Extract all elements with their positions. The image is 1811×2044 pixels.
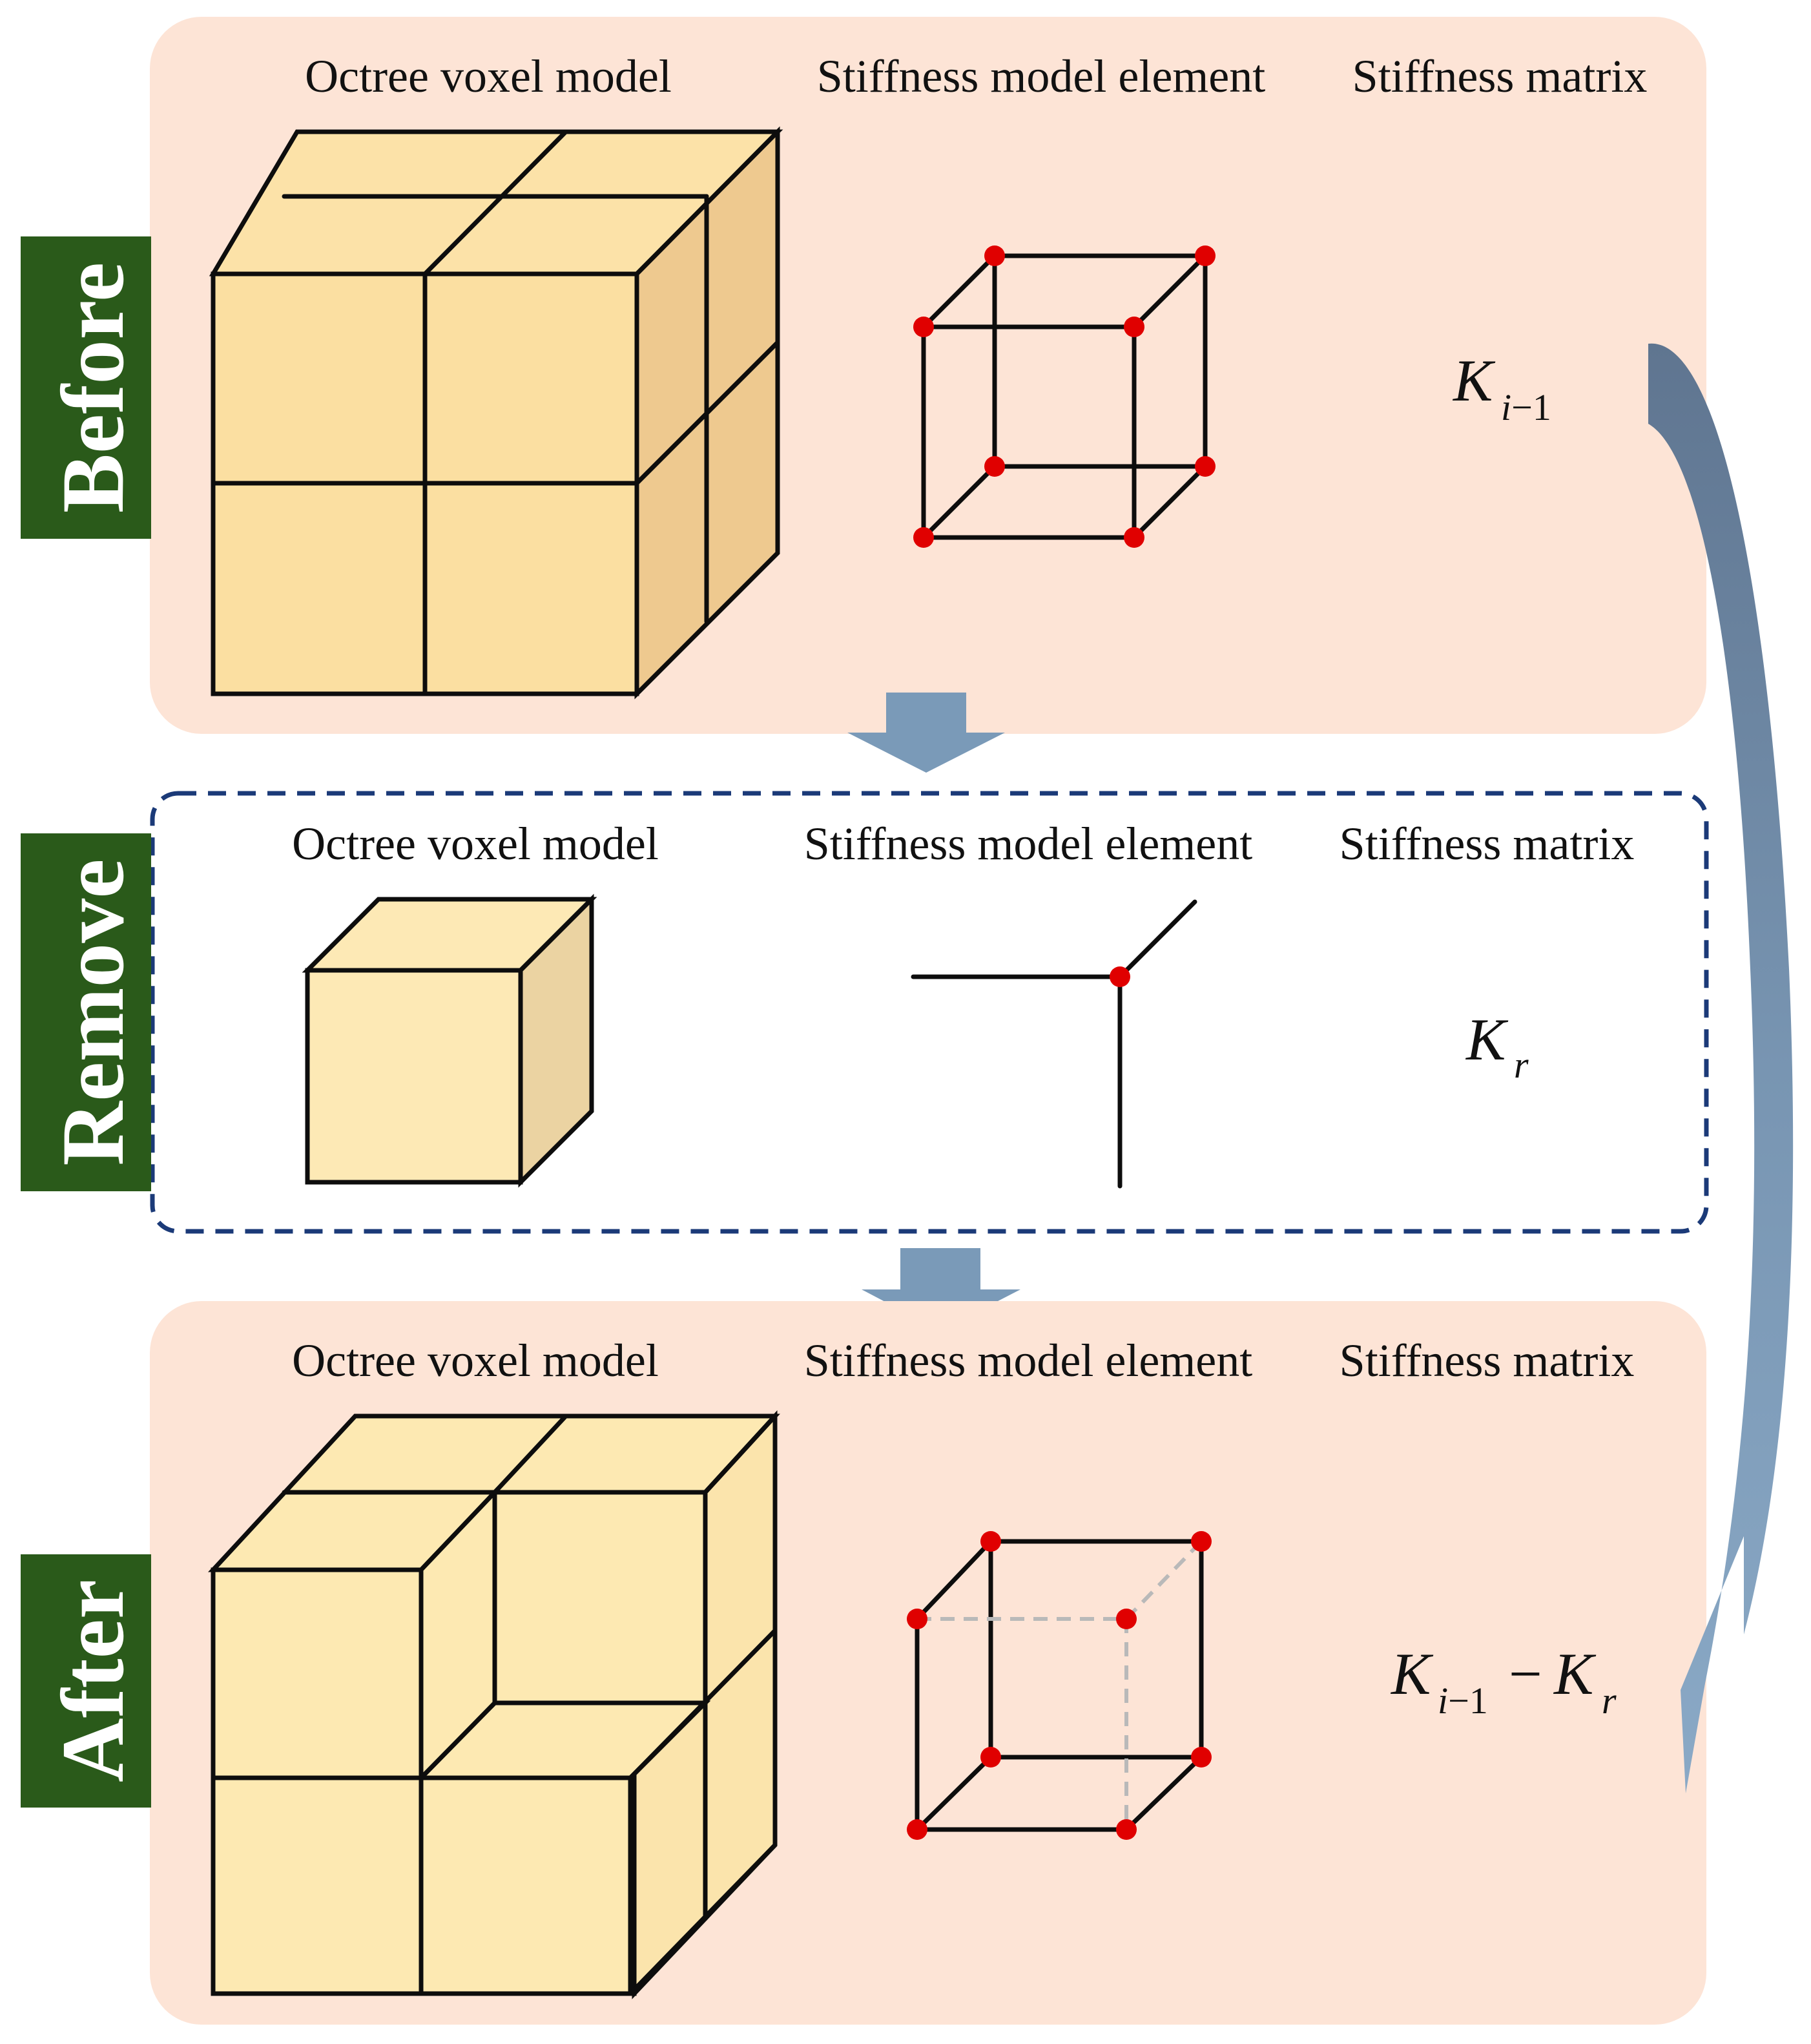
before-matrix-K: K bbox=[1452, 348, 1496, 413]
before-side-label-box bbox=[21, 236, 151, 539]
remove-panel: Remove Octree voxel model Stiffness mode… bbox=[21, 791, 1709, 1234]
node-dot bbox=[1195, 456, 1216, 477]
node-dot bbox=[984, 456, 1005, 477]
after-elem-edge bbox=[1124, 1755, 1204, 1832]
after-stiffness-element bbox=[907, 1531, 1212, 1840]
remove-voxel-cube bbox=[302, 893, 597, 1188]
down-arrow-icon bbox=[847, 693, 1005, 773]
remove-stiffness-matrix: K r bbox=[1465, 1006, 1529, 1086]
remove-header-voxel: Octree voxel model bbox=[292, 818, 659, 870]
after-cube-edge-a bbox=[628, 1842, 778, 1996]
remove-panel-dashed-border bbox=[150, 791, 1709, 1234]
before-octree-voxel-model bbox=[209, 126, 783, 700]
node-dot bbox=[1110, 966, 1130, 987]
node-dot bbox=[1116, 1819, 1137, 1840]
before-header-voxel: Octree voxel model bbox=[305, 50, 672, 102]
after-matrix-minus: − bbox=[1509, 1641, 1542, 1707]
after-cube-top-line-b bbox=[492, 1413, 568, 1495]
remove-cube-front-face bbox=[305, 968, 523, 1185]
node-dot bbox=[1124, 317, 1144, 337]
before-stiffness-matrix: K i−1 bbox=[1452, 348, 1551, 428]
after-matrix-sub-rest: −1 bbox=[1448, 1680, 1488, 1722]
after-removed-edge bbox=[1124, 1539, 1203, 1621]
after-cube-top-line-c bbox=[703, 1413, 778, 1495]
before-stiffness-element bbox=[913, 245, 1216, 548]
after-recess-back-face bbox=[492, 1490, 708, 1705]
before-cube-top-line-a bbox=[422, 129, 568, 276]
node-dot bbox=[907, 1609, 927, 1629]
elem-edge bbox=[1132, 464, 1208, 540]
node-dot bbox=[980, 1747, 1001, 1768]
after-matrix-subscript1: i−1 bbox=[1438, 1680, 1488, 1722]
remove-header-element: Stiffness model element bbox=[804, 818, 1253, 870]
after-elem-edge bbox=[915, 1755, 993, 1832]
after-matrix-K1: K bbox=[1390, 1641, 1434, 1707]
remove-header-matrix: Stiffness matrix bbox=[1340, 818, 1635, 870]
node-dot bbox=[984, 245, 1005, 266]
after-matrix-sub-i: i bbox=[1438, 1680, 1448, 1722]
after-cube-side-hline bbox=[628, 1628, 778, 1780]
after-panel: After Octree voxel model Stiffness model… bbox=[21, 1301, 1706, 2025]
before-matrix-sub-i: i bbox=[1501, 386, 1511, 428]
node-dot bbox=[913, 317, 934, 337]
after-elem-edge bbox=[915, 1539, 993, 1622]
after-header-voxel: Octree voxel model bbox=[292, 1335, 659, 1386]
elem-edge bbox=[921, 253, 997, 329]
after-side-label: After bbox=[43, 1580, 142, 1782]
elem-edge bbox=[921, 464, 997, 540]
remove-elem-edge bbox=[1117, 899, 1197, 979]
after-side-label-box bbox=[21, 1554, 151, 1808]
node-dot bbox=[1191, 1531, 1212, 1552]
before-header-element: Stiffness model element bbox=[817, 50, 1266, 102]
node-dot bbox=[1191, 1747, 1212, 1768]
before-cube-side-hline bbox=[634, 340, 780, 486]
remove-matrix-sub-r: r bbox=[1514, 1044, 1529, 1086]
after-stiffness-matrix: K i−1 − K r bbox=[1390, 1641, 1617, 1722]
before-header-matrix: Stiffness matrix bbox=[1352, 50, 1648, 102]
after-matrix-K2: K bbox=[1553, 1641, 1597, 1707]
before-matrix-sub-rest: −1 bbox=[1511, 386, 1551, 428]
node-dot bbox=[980, 1531, 1001, 1552]
curved-arrow-icon bbox=[1648, 343, 1794, 1793]
remove-side-label: Remove bbox=[43, 859, 142, 1165]
node-dot bbox=[1116, 1609, 1137, 1629]
after-matrix-sub-r: r bbox=[1602, 1680, 1617, 1722]
after-octree-voxel-model bbox=[207, 1410, 780, 1999]
node-dot bbox=[1124, 527, 1144, 548]
remove-stiffness-element bbox=[911, 899, 1197, 1189]
after-header-matrix: Stiffness matrix bbox=[1340, 1335, 1635, 1386]
before-side-label: Before bbox=[43, 262, 142, 513]
before-panel: Before Octree voxel model Stiffness mode… bbox=[21, 17, 1706, 734]
node-dot bbox=[907, 1819, 927, 1840]
elem-edge bbox=[1132, 253, 1208, 329]
remove-side-label-box bbox=[21, 833, 151, 1191]
node-dot bbox=[1195, 245, 1216, 266]
remove-matrix-K: K bbox=[1465, 1006, 1509, 1072]
after-header-element: Stiffness model element bbox=[804, 1335, 1253, 1386]
node-dot bbox=[913, 527, 934, 548]
before-matrix-subscript: i−1 bbox=[1501, 386, 1551, 428]
